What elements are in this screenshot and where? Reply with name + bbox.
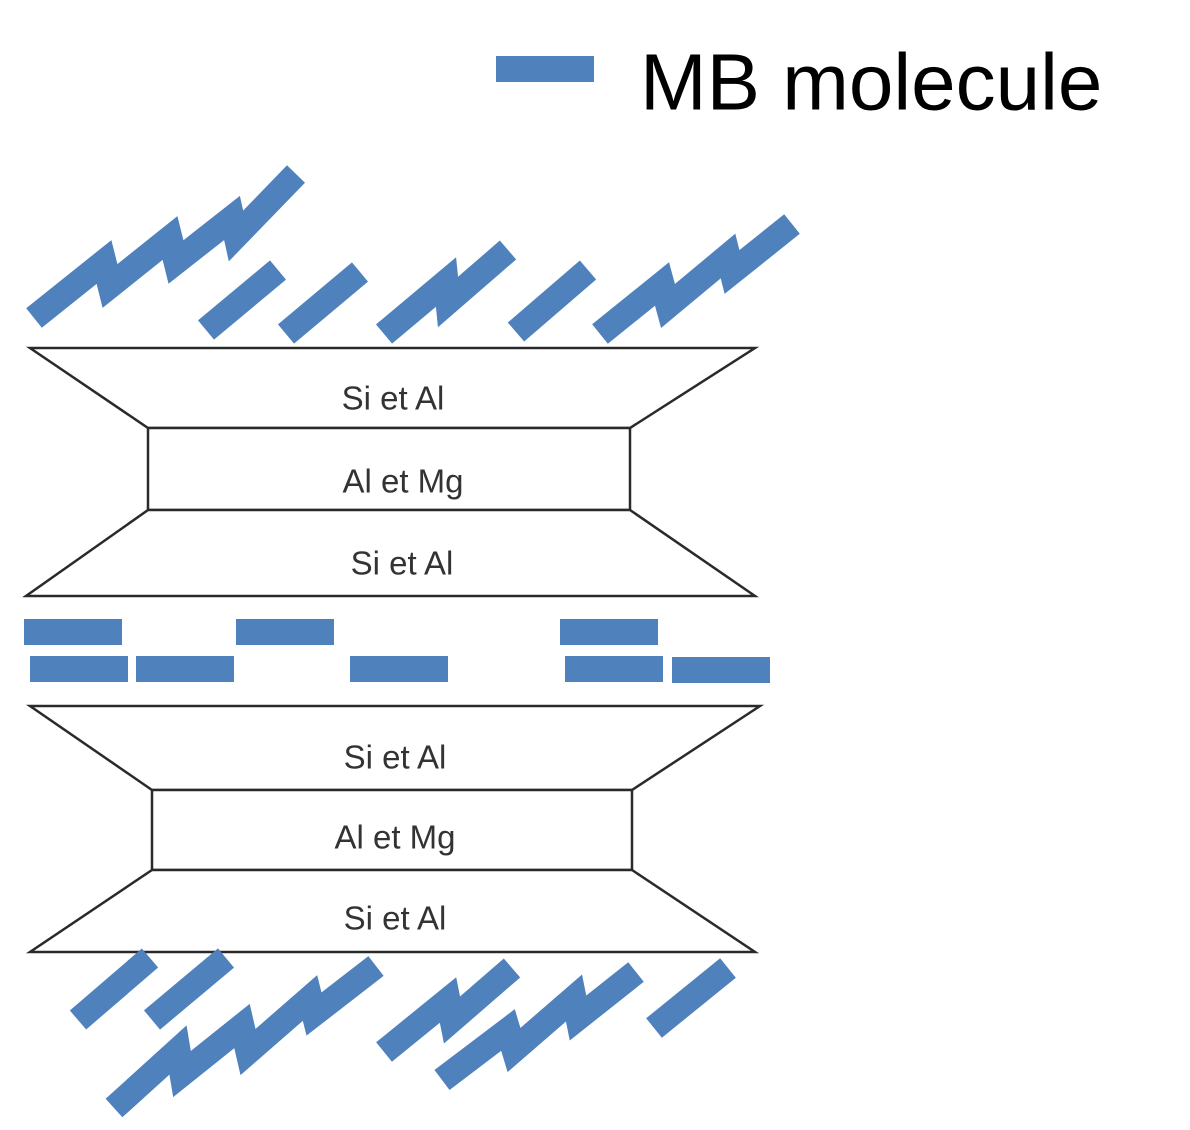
mb-molecule <box>26 165 305 328</box>
mb-molecule <box>507 260 597 342</box>
mb-molecule <box>24 619 122 645</box>
sheet-label-top: Si et Al <box>344 739 447 776</box>
sheet-label-middle: Al et Mg <box>334 819 455 856</box>
sheet-label-bottom: Si et Al <box>344 900 447 937</box>
mb-molecule <box>143 948 235 1030</box>
sheet-label-bottom: Si et Al <box>351 545 454 582</box>
octahedral-sheet <box>146 426 632 512</box>
legend-swatch <box>496 56 594 82</box>
mb-molecule <box>136 656 234 682</box>
tetrahedral-sheet-bottom <box>22 508 760 598</box>
mb-molecules-top-surface <box>26 165 800 344</box>
mb-molecule <box>375 240 517 344</box>
mb-molecule <box>376 958 521 1062</box>
mb-molecule <box>592 214 800 344</box>
mb-molecule <box>30 656 128 682</box>
clay-layer-lower: Si et Al Al et Mg Si et Al <box>25 704 765 954</box>
tetrahedral-sheet-bottom <box>25 868 760 954</box>
sheet-label-middle: Al et Mg <box>342 463 463 500</box>
mb-molecule <box>565 656 663 682</box>
mb-molecule <box>236 619 334 645</box>
mb-molecule <box>105 956 384 1118</box>
mb-molecule <box>197 260 287 340</box>
legend-label: MB molecule <box>640 38 1102 127</box>
mb-molecules-bottom-surface <box>69 948 736 1118</box>
clay-layer-upper: Si et Al Al et Mg Si et Al <box>22 346 760 598</box>
mb-molecule <box>277 262 369 344</box>
mb-molecule <box>646 958 736 1038</box>
sheet-label-top: Si et Al <box>342 380 445 417</box>
mb-molecule <box>350 656 448 682</box>
mb-molecule <box>69 948 159 1030</box>
mb-molecule <box>672 657 770 683</box>
mb-molecule <box>434 962 644 1090</box>
mb-molecule <box>560 619 658 645</box>
legend: MB molecule <box>496 38 1102 127</box>
mb-molecules-interlayer <box>24 619 770 683</box>
